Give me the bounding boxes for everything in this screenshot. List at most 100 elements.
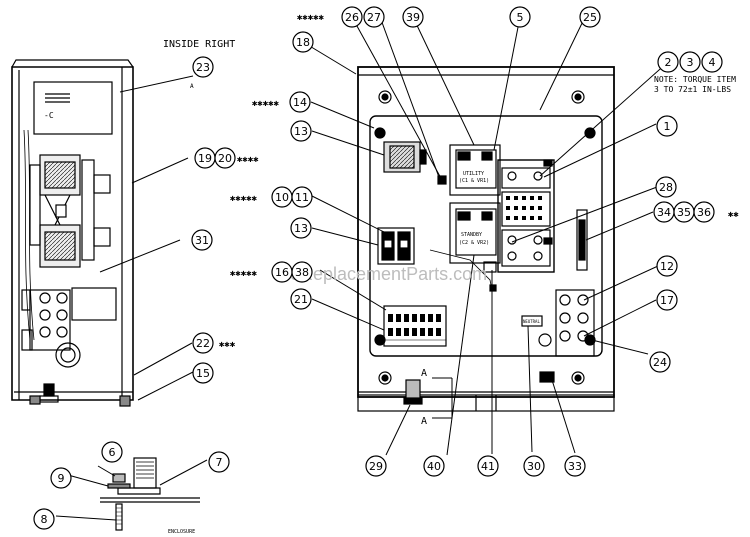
small-mark: A (190, 83, 194, 90)
callout-circle (656, 255, 678, 277)
callout-circle (33, 508, 55, 530)
callout-circle (289, 91, 311, 113)
callout-number: 24 (653, 356, 667, 369)
callout-number: 31 (195, 234, 209, 247)
stars-10: ✱✱✱✱✱ (230, 194, 258, 204)
callout-circle (509, 6, 531, 28)
callout-number: 19 (198, 152, 212, 165)
callout-circle (656, 115, 678, 137)
callout-circle (365, 455, 387, 477)
callout-18: 18 (292, 31, 314, 53)
callout-number: 17 (660, 294, 674, 307)
callout-10: 10 (271, 186, 293, 208)
callout-17: 17 (656, 289, 678, 311)
callout-3: 3 (679, 51, 701, 73)
callout-number: 2 (665, 56, 672, 69)
callout-15: 15 (192, 362, 214, 384)
callout-number: 15 (196, 367, 210, 380)
callout-11: 11 (291, 186, 313, 208)
callout-40: 40 (423, 455, 445, 477)
callout-circle (423, 455, 445, 477)
callout-39: 39 (402, 6, 424, 28)
callout-number: 1 (664, 120, 671, 133)
callout-25: 25 (579, 6, 601, 28)
callout-circle (649, 351, 671, 373)
callout-28: 28 (655, 176, 677, 198)
callout-number: 8 (41, 513, 48, 526)
callout-number: 20 (218, 152, 232, 165)
callout-41: 41 (477, 455, 499, 477)
callout-circle (192, 56, 214, 78)
callout-circle (50, 467, 72, 489)
callout-38: 38 (291, 261, 313, 283)
callout-30: 30 (523, 455, 545, 477)
callout-13: 13 (290, 217, 312, 239)
callout-33: 33 (564, 455, 586, 477)
callout-number: 12 (660, 260, 674, 273)
callout-number: 13 (294, 222, 308, 235)
callout-31: 31 (191, 229, 213, 251)
callout-number: 40 (427, 460, 441, 473)
callout-number: 14 (293, 96, 307, 109)
callout-1: 1 (656, 115, 678, 137)
callout-27: 27 (363, 6, 385, 28)
stars-19: ✱✱✱✱ (237, 155, 259, 165)
callout-number: 34 (657, 206, 671, 219)
callout-circle (523, 455, 545, 477)
neutral-label: NEUTRAL (523, 319, 540, 324)
callout-circle (579, 6, 601, 28)
callout-circle (657, 51, 679, 73)
enclosure-label: ENCLOSURE (168, 529, 195, 535)
callout-4: 4 (701, 51, 723, 73)
callout-number: 30 (527, 460, 541, 473)
stars-34: ✱✱ (728, 210, 739, 220)
callout-number: 10 (275, 191, 289, 204)
callout-number: 36 (697, 206, 711, 219)
callout-number: 4 (709, 56, 716, 69)
callout-number: 3 (687, 56, 694, 69)
callout-circle (290, 217, 312, 239)
callout-circle (208, 451, 230, 473)
utility-label-2: (C1 & VR1) (459, 178, 489, 184)
callout-number: 23 (196, 61, 210, 74)
callout-5: 5 (509, 6, 531, 28)
callout-23: 23 (192, 56, 214, 78)
callout-number: 5 (517, 11, 524, 24)
inside-right-title: INSIDE RIGHT (163, 39, 235, 50)
hardware-detail: ENCLOSURE (100, 457, 200, 535)
front-view: UTILITY (C1 & VR1) STANDBY (C2 & VR2) (357, 66, 615, 412)
callout-number: 28 (659, 181, 673, 194)
callout-number: 35 (677, 206, 691, 219)
callout-circle (101, 441, 123, 463)
callout-circle (564, 455, 586, 477)
callout-circle (679, 51, 701, 73)
callout-7: 7 (208, 451, 230, 473)
standby-label-1: STANDBY (461, 232, 482, 238)
stars-26: ✱✱✱✱✱ (297, 13, 325, 23)
callout-6: 6 (101, 441, 123, 463)
section-marks: A A (421, 368, 453, 427)
callout-number: 11 (295, 191, 309, 204)
callout-number: 16 (275, 266, 289, 279)
callout-circle (656, 289, 678, 311)
callout-number: 26 (345, 11, 359, 24)
callout-35: 35 (673, 201, 695, 223)
stars-14: ✱✱✱✱✱ (252, 99, 280, 109)
callout-circle (402, 6, 424, 28)
standby-label-2: (C2 & VR2) (459, 240, 489, 246)
callout-16: 16 (271, 261, 293, 283)
watermark: eReplacementParts.com (290, 264, 487, 284)
callout-circle (192, 362, 214, 384)
callout-circle (192, 332, 214, 354)
callout-26: 26 (341, 6, 363, 28)
callout-circle (701, 51, 723, 73)
callout-circle (363, 6, 385, 28)
callout-9: 9 (50, 467, 72, 489)
callout-29: 29 (365, 455, 387, 477)
callout-14: 14 (289, 91, 311, 113)
star-marks: ✱✱✱✱✱ ✱✱✱✱✱ ✱✱✱✱✱ ✱✱✱✱✱ ✱✱✱✱ ✱✱✱ ✱✱ (219, 13, 739, 350)
callout-2: 2 (657, 51, 679, 73)
